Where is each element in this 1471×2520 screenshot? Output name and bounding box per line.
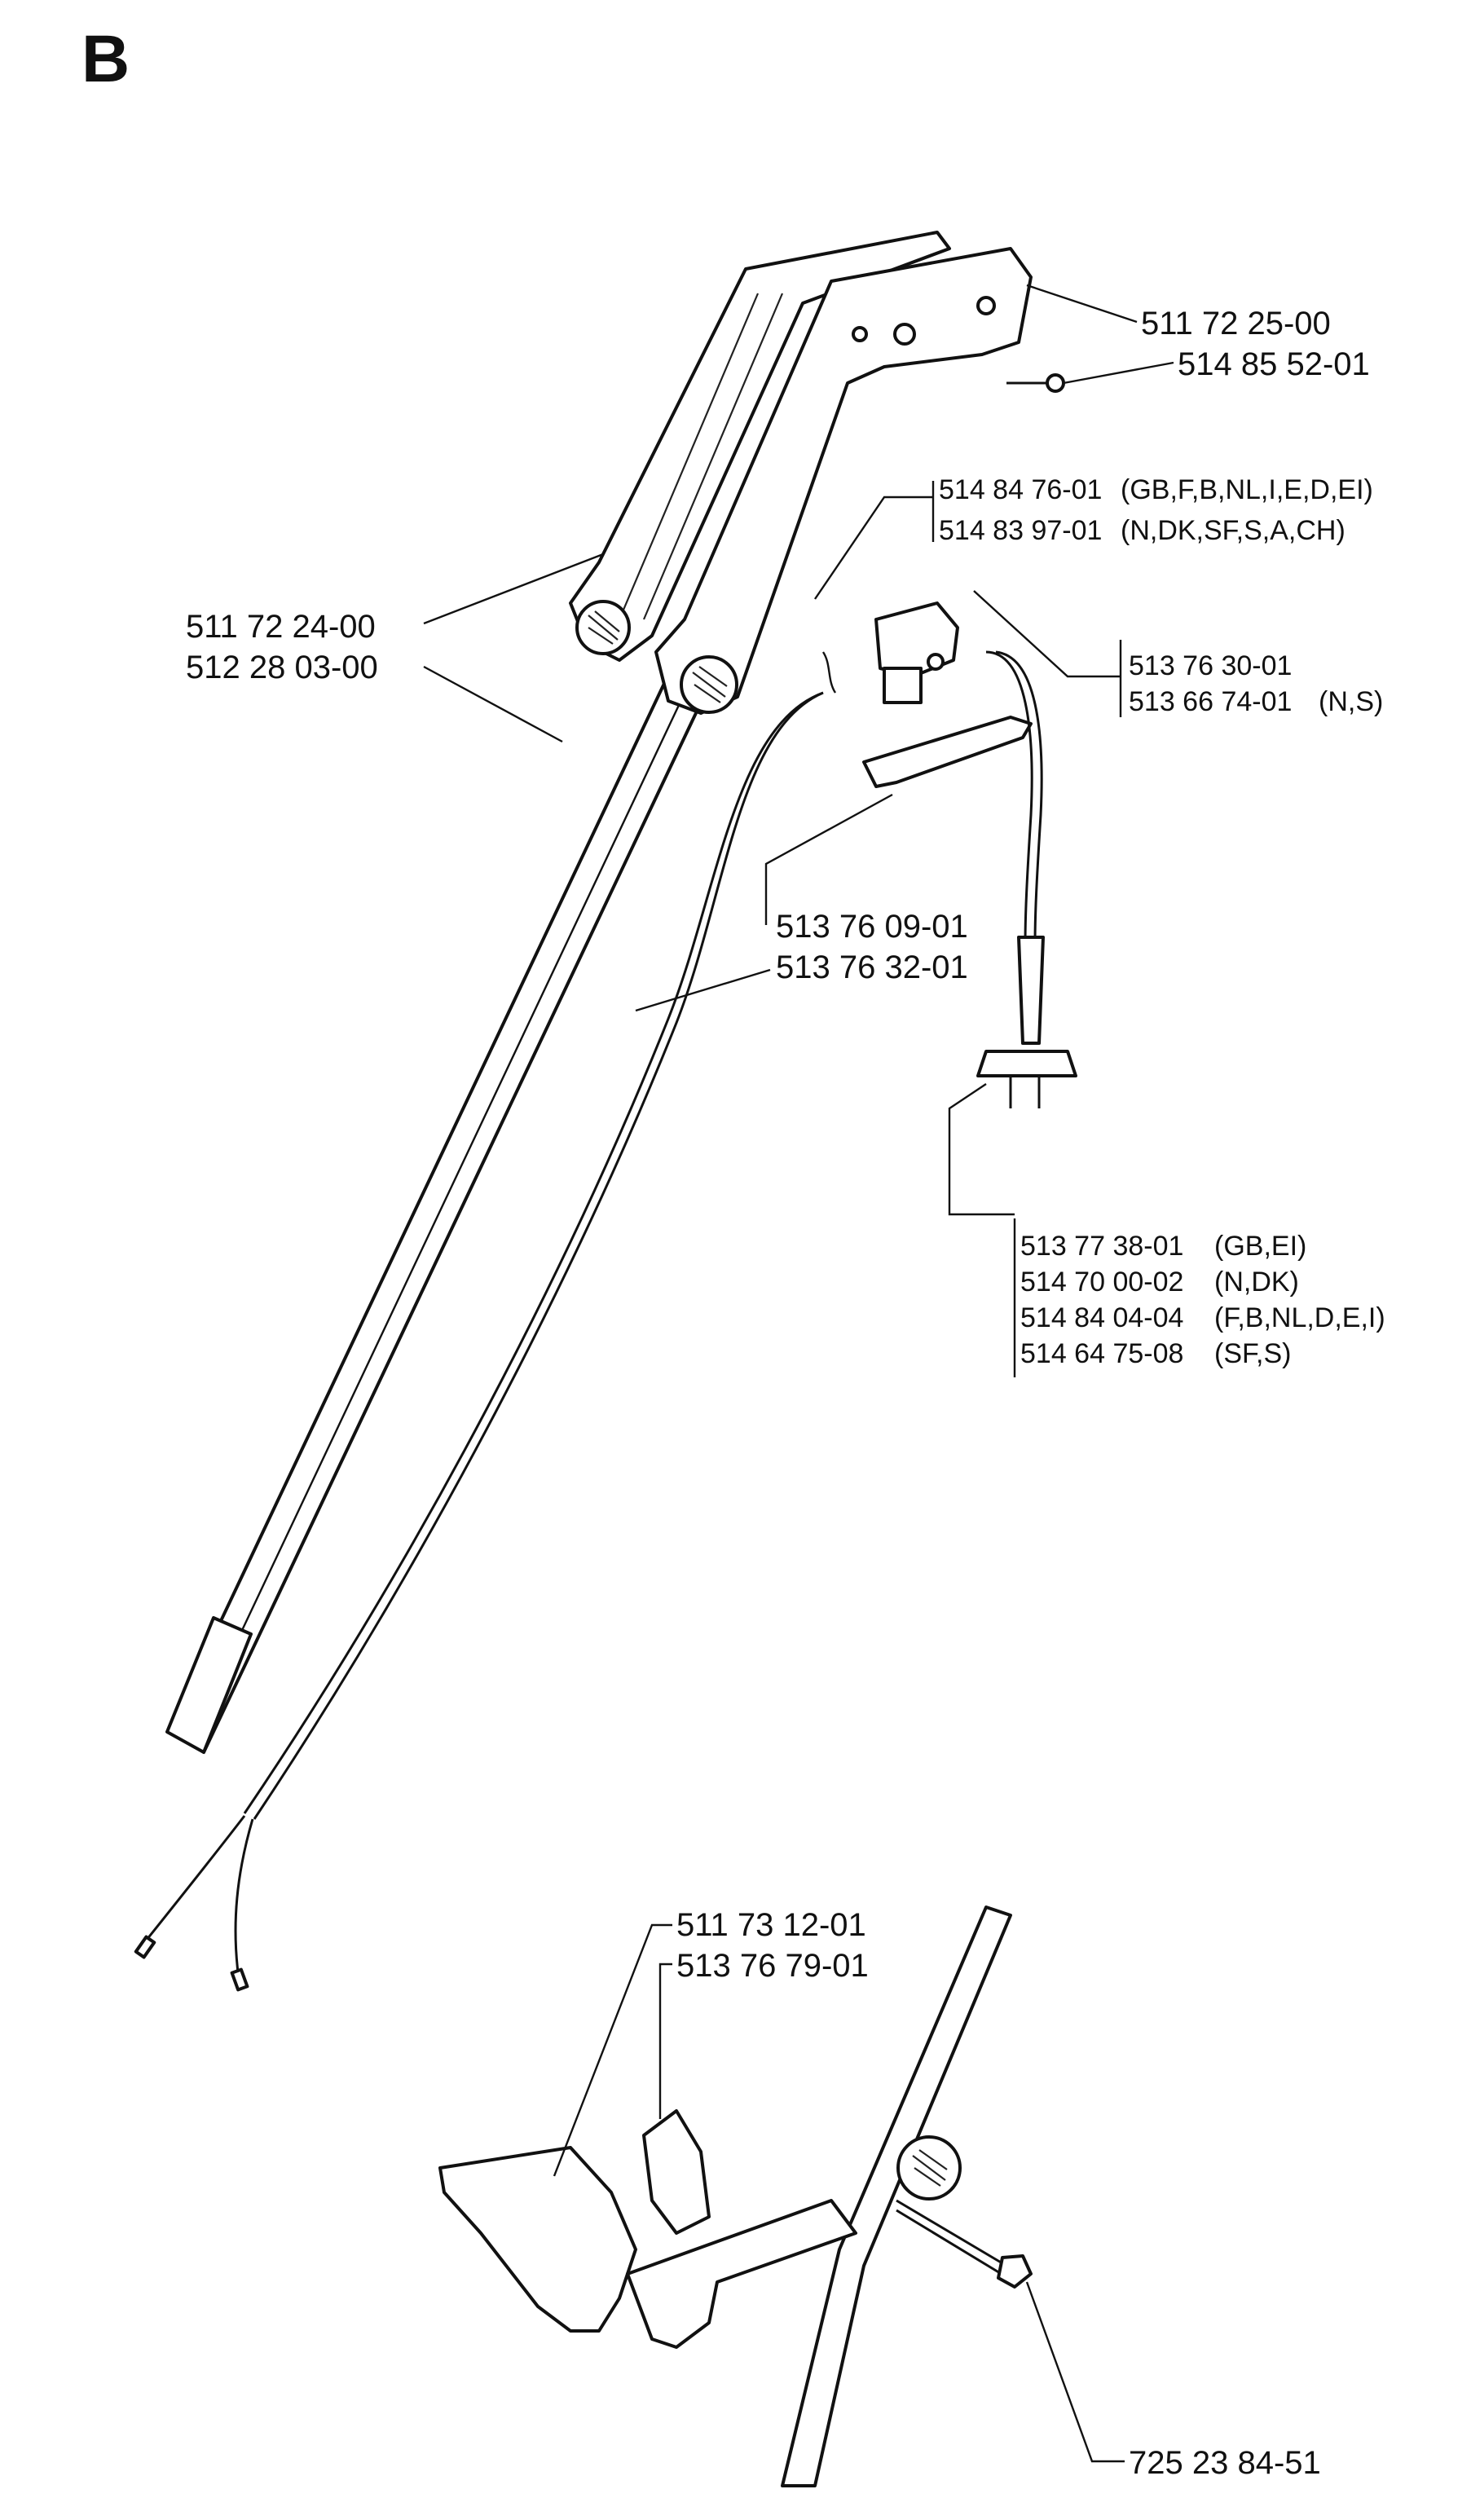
plug-body — [976, 1050, 1077, 1077]
wire-terminal-1 — [134, 1935, 156, 1959]
label-number: 514 84 76-01 — [939, 474, 1102, 505]
bolt-shank — [896, 2199, 1007, 2267]
switch-trigger — [862, 716, 1033, 788]
screw-head — [1046, 373, 1065, 393]
label-number: 511 73 12-01 — [676, 1907, 866, 1943]
tube-end-socket — [165, 1616, 253, 1754]
lower-assembly — [438, 1905, 1033, 2487]
inner-cable-sheath — [243, 691, 824, 1814]
leader-513-76-32-01 — [635, 968, 771, 1012]
label-number: 513 77 38-01 — [1020, 1231, 1183, 1262]
power-cord-line — [985, 650, 1033, 946]
label-number: 514 85 52-01 — [1178, 346, 1370, 382]
label-countries: (SF,S) — [1214, 1338, 1291, 1369]
leader-513-76-30-01 — [973, 590, 1121, 678]
switch-assembly — [874, 601, 959, 704]
leader-513-76-79-01 — [658, 1963, 672, 2119]
inner-cable — [134, 651, 837, 1992]
leader-514-85-52-01 — [1063, 361, 1174, 385]
label-number: 513 76 30-01 — [1129, 650, 1292, 681]
label-number: 725 23 84-51 — [1129, 2445, 1321, 2481]
switch-screw — [927, 653, 945, 671]
leader-511-73-12-01 — [553, 1923, 672, 2177]
shell-pivot-knurl — [588, 610, 620, 645]
section-letter: B — [81, 22, 130, 96]
bolt-head — [997, 2254, 1033, 2289]
lower-tube — [781, 1905, 1012, 2487]
label-number: 513 76 79-01 — [676, 1948, 869, 1984]
handle-tube — [168, 642, 719, 1754]
inner-cable-wire-1 — [145, 1815, 246, 1941]
inner-cable-leads — [821, 651, 837, 694]
leader-513-76-09-01 — [764, 793, 893, 925]
label-number: 511 72 24-00 — [186, 609, 376, 645]
leader-lines — [423, 284, 1174, 2463]
power-cord-edge — [995, 650, 1043, 946]
housing-shell-rib — [618, 293, 784, 620]
tube-edge-line — [187, 658, 702, 1743]
power-cord — [976, 650, 1077, 1108]
leader-plug — [948, 1083, 1015, 1216]
label-countries: (GB,EI) — [1214, 1231, 1306, 1262]
label-countries: (F,B,NL,D,E,I) — [1214, 1302, 1385, 1333]
handle-hole-3 — [852, 326, 868, 342]
housing-shell-right — [654, 247, 1033, 715]
lower-pivot-knurl — [912, 2149, 948, 2187]
label-number: 511 72 25-00 — [1141, 306, 1331, 341]
label-number: 512 28 03-00 — [186, 650, 378, 685]
label-number: 513 76 09-01 — [776, 909, 968, 945]
leader-725-23-84-51 — [1025, 2281, 1125, 2463]
wire-terminal-2 — [230, 1967, 249, 1992]
label-number: 513 76 32-01 — [776, 949, 968, 985]
leader-511-72-24-00 — [423, 553, 604, 625]
handle-pivot-knurl — [692, 666, 728, 703]
label-countries: (N,DK) — [1214, 1267, 1299, 1297]
handle-hole-1 — [893, 323, 916, 346]
plug-strain-relief — [1017, 936, 1045, 1045]
leader-511-72-25-00 — [1026, 284, 1138, 324]
switch-body — [874, 601, 959, 678]
housing-shell-left — [569, 231, 951, 662]
bolt-shank-edge — [896, 2209, 1005, 2277]
front-handle-arm — [626, 2199, 857, 2349]
handle-hole-2 — [976, 296, 996, 315]
leader-512-28-03-00 — [423, 665, 563, 743]
label-number: 514 70 00-02 — [1020, 1267, 1183, 1297]
label-countries: (N,DK,SF,S,A,CH) — [1121, 515, 1345, 546]
inner-cable-sheath-edge — [253, 691, 824, 1820]
label-countries: (N,S) — [1319, 686, 1383, 717]
label-number: 514 83 97-01 — [939, 515, 1102, 546]
leader-switch — [814, 496, 933, 600]
label-number: 514 64 75-08 — [1020, 1338, 1183, 1369]
switch-terminal-block — [883, 667, 923, 704]
label-number: 513 66 74-01 — [1129, 686, 1292, 717]
part-labels: 511 72 25-00 514 85 52-01 514 84 76-01 (… — [186, 306, 1385, 2481]
label-number: 514 84 04-04 — [1020, 1302, 1183, 1333]
screw — [1006, 373, 1065, 393]
inner-cable-wire-2 — [234, 1818, 254, 1973]
handle-clamp — [642, 2109, 711, 2235]
upper-handle-assembly — [165, 231, 1033, 1754]
label-countries: (GB,F,B,NL,I,E,D,EI) — [1121, 474, 1373, 505]
front-handle-loop — [438, 2146, 637, 2333]
